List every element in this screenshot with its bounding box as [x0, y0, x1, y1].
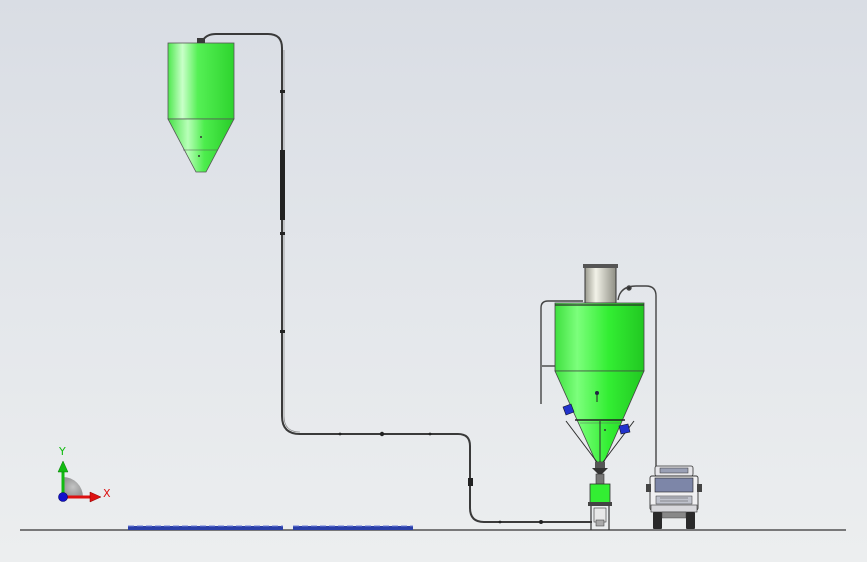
blue-valve-left — [562, 403, 575, 416]
truck-wheel-right — [686, 512, 695, 529]
blue-valve-right — [618, 423, 631, 435]
x-axis-label: X — [103, 487, 111, 500]
cyclone-silo — [554, 264, 645, 474]
exhaust-stack — [584, 264, 617, 304]
coordinate-triad: Y X — [57, 445, 111, 503]
bulk-truck — [646, 465, 702, 529]
receiving-silo-cone — [167, 118, 235, 173]
foundation-blocks — [128, 525, 413, 530]
y-axis-label: Y — [58, 445, 66, 458]
receiving-silo-body — [167, 42, 235, 120]
cyclone-silo-body — [554, 302, 645, 372]
z-axis-dot — [58, 492, 68, 502]
rotary-feeder — [588, 473, 612, 530]
pipeline-flanges — [280, 90, 543, 524]
receiving-silo — [167, 38, 235, 173]
truck-wheel-left — [653, 512, 662, 529]
conveying-pipeline — [202, 33, 592, 523]
rotary-feeder-body — [589, 483, 611, 505]
cyclone-side-pipes — [540, 285, 657, 470]
